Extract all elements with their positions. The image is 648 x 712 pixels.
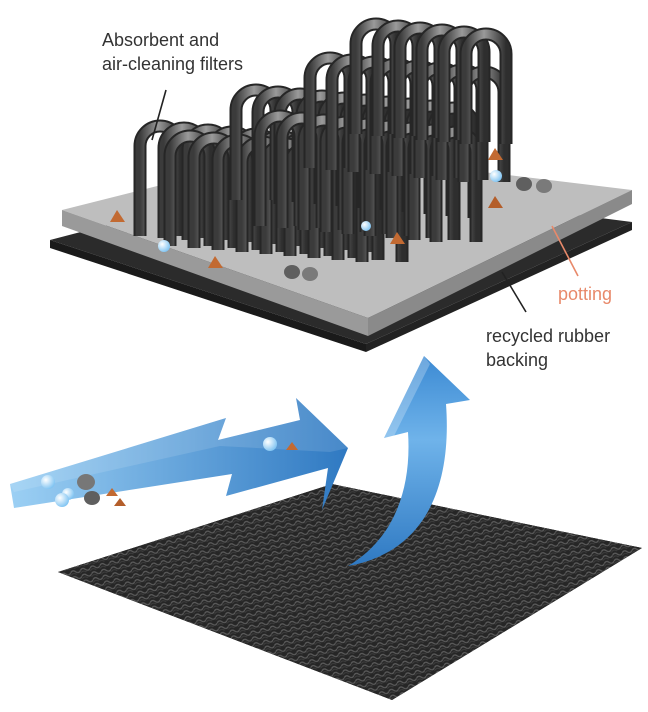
dirt-icon (114, 498, 126, 506)
filters-leader-line (151, 89, 167, 141)
dirt-icon (488, 148, 503, 160)
stone-icon (536, 179, 552, 193)
stone-icon (516, 177, 532, 191)
droplet-icon (263, 437, 277, 451)
filter-loops (133, 17, 513, 262)
backing-leader-line (501, 271, 527, 313)
upward-arrow (348, 356, 470, 566)
stone-icon (302, 267, 318, 281)
filters-label-line1: Absorbent and (102, 30, 219, 50)
filter-loop-highlight (165, 131, 215, 246)
backing-label-line1: recycled rubber (486, 326, 610, 346)
dirt-icon (106, 488, 118, 496)
filter-loop-highlight (439, 27, 489, 142)
droplet-icon (55, 493, 69, 507)
potting-label: potting (558, 284, 612, 304)
filter-loop-highlight (461, 29, 511, 144)
droplet-icon (41, 475, 55, 489)
carpet-mat (58, 484, 642, 700)
dirt-icon (208, 256, 223, 268)
potting-particles (110, 148, 552, 281)
filters-label-line2: air-cleaning filters (102, 54, 243, 74)
potting-leader-line (551, 225, 579, 277)
stone-icon (77, 474, 95, 490)
dirt-icon (110, 210, 125, 222)
arrow-particles (41, 437, 298, 507)
droplet-icon (158, 240, 170, 252)
stone-icon (284, 265, 300, 279)
backing-label-line2: backing (486, 350, 548, 370)
dirt-icon (286, 442, 298, 450)
stone-icon (84, 491, 100, 505)
droplet-icon (490, 170, 502, 182)
droplet-icon (361, 221, 371, 231)
dirt-icon (390, 232, 405, 244)
dirt-icon (488, 196, 503, 208)
